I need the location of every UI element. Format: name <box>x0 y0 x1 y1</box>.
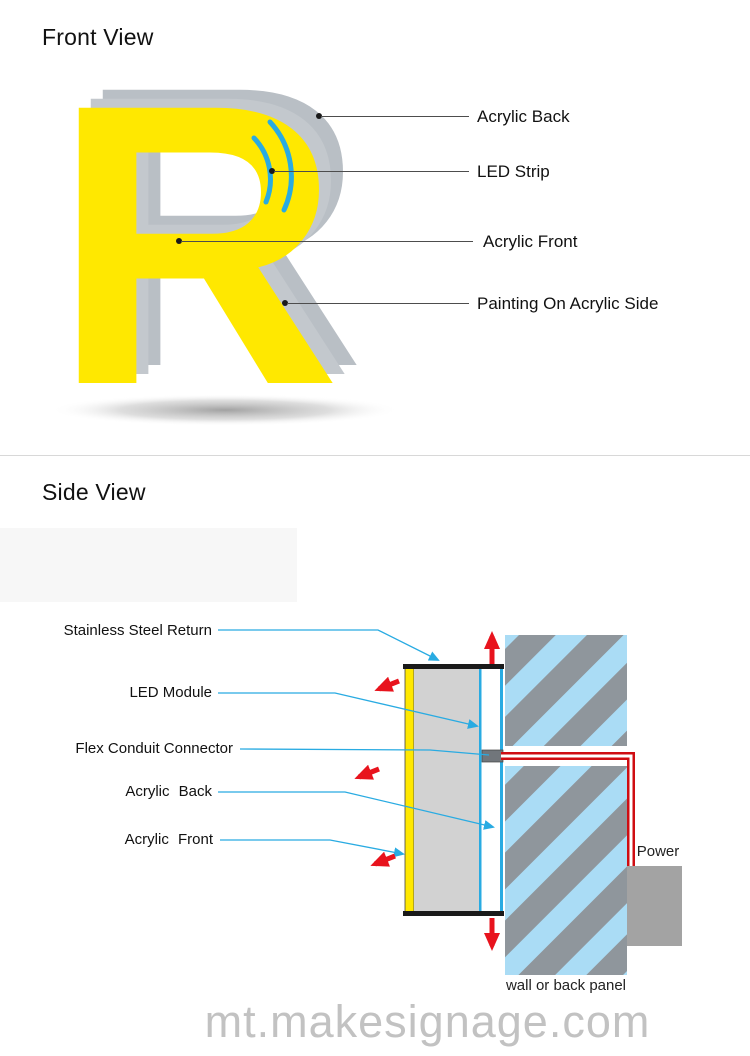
label-acrylic-front-side: Acrylic Front <box>124 831 213 848</box>
letter-r-front-face: R <box>52 58 341 440</box>
leader-dot-acrylic-front <box>176 238 182 244</box>
acrylic-front-painted-strip <box>404 667 415 915</box>
label-acrylic-back: Acrylic Back <box>477 107 570 126</box>
side-view-title: Side View <box>42 479 146 505</box>
conduit-cable-gap <box>501 754 633 866</box>
label-led-module: LED Module <box>129 684 212 701</box>
wall-panel-label: wall or back panel <box>505 977 627 994</box>
wall-panel <box>505 635 627 975</box>
power-box <box>627 866 682 946</box>
leader-line-acrylic-back <box>321 116 469 117</box>
leader-acrylic-front <box>220 839 405 858</box>
leader-line-painting-side <box>287 303 469 304</box>
red-arrow-out-top <box>374 676 400 692</box>
watermark-text: mt.makesignage.com <box>204 996 651 1047</box>
label-acrylic-back-side: Acrylic Back <box>125 783 212 800</box>
led-strip-arc-outer <box>267 119 294 213</box>
letter-shadow <box>50 394 400 426</box>
red-arrow-out-middle <box>354 764 380 780</box>
leader-stainless-steel-return <box>218 629 440 661</box>
letter-r-back-face: R <box>76 58 365 440</box>
red-arrow-out-bottom <box>370 851 396 867</box>
acrylic-front-slab <box>414 668 479 914</box>
section-divider <box>0 455 750 456</box>
leader-dot-led-strip <box>269 168 275 174</box>
leader-line-acrylic-front <box>181 241 473 242</box>
label-led-strip: LED Strip <box>477 162 550 181</box>
label-acrylic-front: Acrylic Front <box>483 232 578 251</box>
label-stainless-steel-return: Stainless Steel Return <box>63 622 212 639</box>
letter-r-side-face: R <box>64 58 353 440</box>
faint-background-panel <box>0 528 297 602</box>
label-flex-conduit-connector: Flex Conduit Connector <box>75 740 233 757</box>
leader-dot-painting-side <box>282 300 288 306</box>
flex-conduit-connector <box>481 749 504 763</box>
leader-led-module <box>218 692 479 729</box>
leader-acrylic-back <box>218 791 495 830</box>
leader-dot-acrylic-back <box>316 113 322 119</box>
led-cavity <box>479 668 503 914</box>
side-view-diagram <box>218 629 682 975</box>
leader-flex-conduit-connector <box>239 748 490 756</box>
power-label: Power <box>636 843 680 860</box>
leader-line-led-strip <box>274 171 469 172</box>
label-painting-on-acrylic-side: Painting On Acrylic Side <box>477 294 659 313</box>
stainless-return-bottom <box>403 911 504 916</box>
led-module-line <box>479 668 482 914</box>
stainless-return-top <box>403 664 504 669</box>
front-view-title: Front View <box>42 24 154 50</box>
letter-r-graphic: R R R <box>50 58 400 440</box>
acrylic-back-line <box>500 668 503 914</box>
